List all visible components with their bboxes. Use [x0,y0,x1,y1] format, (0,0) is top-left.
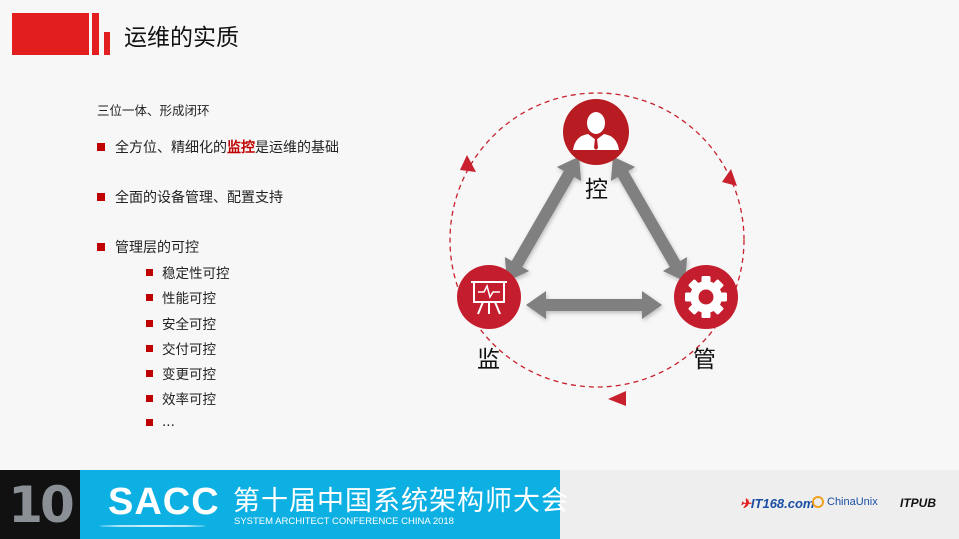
sub-bullet-text: ... [162,414,175,430]
sub-bullet-text: 安全可控 [162,317,216,333]
partner-logo-it168: ✈IT168.com [740,496,815,512]
anniversary-badge: 10 [0,470,80,539]
cycle-arrow-icon [460,155,476,172]
sub-bullet: 稳定性可控 [146,262,230,282]
bullet-highlight: 监控 [227,140,255,156]
intro-text: 三位一体、形成闭环 [97,103,210,118]
conference-title-cn: 第十届中国系统架构师大会 [233,486,569,517]
node-monitor [457,265,521,329]
sub-bullet-text: 性能可控 [162,291,216,307]
sub-bullet: 性能可控 [146,287,216,307]
node-control [563,99,629,165]
person-icon [573,112,619,150]
cycle-arrow-icon [608,391,626,406]
sub-bullet: 交付可控 [146,338,216,358]
node-label-monitor: 监 [477,347,500,373]
logo-bar [92,13,99,55]
node-label-control: 控 [585,177,608,203]
it168-swoosh-icon: ✈ [740,496,751,511]
presentation-chart-icon [471,281,507,315]
bullet-square-icon [146,344,153,352]
sub-bullet-text: 变更可控 [162,367,216,383]
bullet-square-icon [97,243,105,251]
sacc-logo: SACC [108,481,220,523]
logo-bar [104,32,110,55]
bullet-square-icon [97,143,105,151]
page-title: 运维的实质 [124,25,239,51]
chinaunix-ring-icon [812,496,824,508]
bullet-square-icon [146,268,153,276]
control-loop-diagram: 控 监 管 [440,90,760,410]
bullet-square-icon [146,293,153,301]
bullet-monitoring: 全方位、精细化的监控是运维的基础 [97,137,339,157]
partner-name: IT168.com [750,496,815,511]
sub-bullet: 变更可控 [146,363,216,383]
node-manage [674,265,738,329]
partner-name: ChinaUnix [827,496,878,508]
sacc-underline [100,525,205,527]
bullet-square-icon [146,369,153,377]
double-arrow-control-manage [610,156,688,282]
bullet-square-icon [146,319,153,327]
bullet-text: 全面的设备管理、配置支持 [115,190,283,206]
partner-logo-itpub: ITPUB [900,496,936,510]
diagram-graphics [449,92,745,406]
conference-band [80,470,560,539]
cycle-ring [449,92,745,388]
cycle-arrow-icon [722,169,737,186]
sub-bullet: 安全可控 [146,313,216,333]
sub-bullet-text: 效率可控 [162,392,216,408]
sub-bullet-text: 稳定性可控 [162,266,230,282]
footer-banner: 10 SACC 第十届中国系统架构师大会 SYSTEM ARCHITECT CO… [0,470,959,539]
sub-bullet: 效率可控 [146,388,216,408]
bullet-prefix: 全方位、精细化的 [115,140,227,156]
partner-logo-chinaunix: ChinaUnix [812,496,878,508]
double-arrow-control-monitor [504,156,582,282]
node-label-manage: 管 [693,347,716,373]
bullet-square-icon [146,394,153,402]
logo-block [12,13,89,55]
conference-title-en: SYSTEM ARCHITECT CONFERENCE CHINA 2018 [234,516,454,527]
bullet-text: 管理层的可控 [115,240,199,256]
bullet-suffix: 是运维的基础 [255,140,339,156]
gear-icon [685,276,727,318]
bullet-square-icon [146,418,153,426]
bullet-square-icon [97,193,105,201]
bullet-management-control: 管理层的可控 [97,237,199,257]
sub-bullet: ... [146,414,175,430]
bullet-device-management: 全面的设备管理、配置支持 [97,187,283,207]
partner-name: ITPUB [900,496,936,510]
sub-bullet-text: 交付可控 [162,342,216,358]
double-arrow-monitor-manage [526,291,662,319]
